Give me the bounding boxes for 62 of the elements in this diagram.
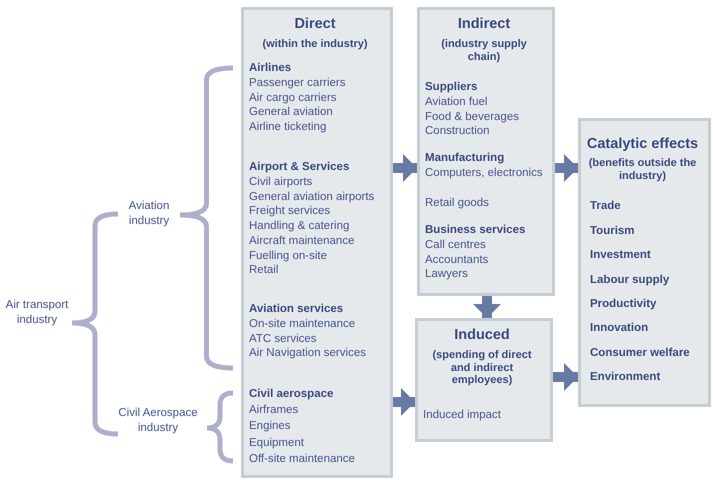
section-heading: Manufacturing xyxy=(425,151,504,166)
section-heading: Airlines xyxy=(249,61,292,76)
list-item: Freight services xyxy=(249,204,330,218)
effect-item: Productivity xyxy=(590,297,656,312)
list-item: Air cargo carriers xyxy=(249,91,337,106)
section-heading: Aviation services xyxy=(249,302,344,316)
list-item: Food & beverages xyxy=(425,110,519,124)
box-title: Indirect xyxy=(456,16,512,33)
effect-item: Labour supply xyxy=(590,273,670,288)
category-panel xyxy=(241,7,393,478)
list-item: Aircraft maintenance xyxy=(249,234,354,248)
block-arrow xyxy=(555,154,578,182)
list-item: On-site maintenance xyxy=(249,317,356,332)
effect-item: Consumer welfare xyxy=(590,346,690,360)
list-item: Civil airports xyxy=(249,175,312,190)
block-arrow xyxy=(393,154,417,182)
list-item: Lawyers xyxy=(425,267,468,282)
list-item: Airframes xyxy=(249,403,298,418)
box-subtitle: (industry supply chain) xyxy=(440,38,528,63)
category-label: Aviation industry xyxy=(128,199,170,229)
list-item: ATC services xyxy=(249,332,317,346)
effect-item: Tourism xyxy=(590,224,635,238)
list-item: Retail xyxy=(249,263,278,278)
section-heading: Business services xyxy=(425,223,526,238)
list-item: Off-site maintenance xyxy=(249,452,355,466)
block-arrow xyxy=(393,388,415,416)
box-subtitle: (within the industry) xyxy=(261,38,369,50)
list-item: Computers, electronics xyxy=(425,166,544,180)
list-item: Handling & catering xyxy=(249,219,350,234)
section-heading: Civil aerospace xyxy=(249,387,334,402)
list-item: Aviation fuel xyxy=(425,95,488,110)
list-item: Airline ticketing xyxy=(249,120,326,134)
category-panel xyxy=(578,118,711,407)
effect-item: Innovation xyxy=(590,321,648,336)
block-arrow xyxy=(473,296,501,318)
box-title: Induced xyxy=(453,327,511,344)
box-subtitle: (spending of direct and indirect employees) xyxy=(432,349,532,386)
list-item: Construction xyxy=(425,124,490,138)
list-item: Accountants xyxy=(425,253,488,268)
effect-item: Investment xyxy=(590,248,651,262)
list-item: Fuelling on-site xyxy=(249,249,327,264)
list-item: Engines xyxy=(249,419,291,434)
list-item: General aviation xyxy=(249,105,333,120)
effect-item: Environment xyxy=(590,370,660,384)
box-subtitle: (benefits outside the industry) xyxy=(588,157,698,182)
block-arrow xyxy=(553,363,578,391)
list-item: Equipment xyxy=(249,436,304,450)
list-item: Induced impact xyxy=(423,408,501,422)
category-panel xyxy=(417,7,555,296)
list-item: Air Navigation services xyxy=(249,346,366,360)
effect-item: Trade xyxy=(590,199,621,214)
section-heading: Airport & Services xyxy=(249,160,350,174)
list-item: Retail goods xyxy=(425,196,489,210)
category-label: Air transport industry xyxy=(4,298,70,328)
list-item: Passenger carriers xyxy=(249,76,346,90)
category-label: Civil Aerospace industry xyxy=(118,406,198,436)
list-item: Call centres xyxy=(425,238,486,252)
category-panel xyxy=(415,318,553,442)
box-title: Catalytic effects xyxy=(586,136,700,153)
box-title: Direct xyxy=(293,16,337,33)
list-item: General aviation airports xyxy=(249,190,374,204)
section-heading: Suppliers xyxy=(425,80,478,94)
